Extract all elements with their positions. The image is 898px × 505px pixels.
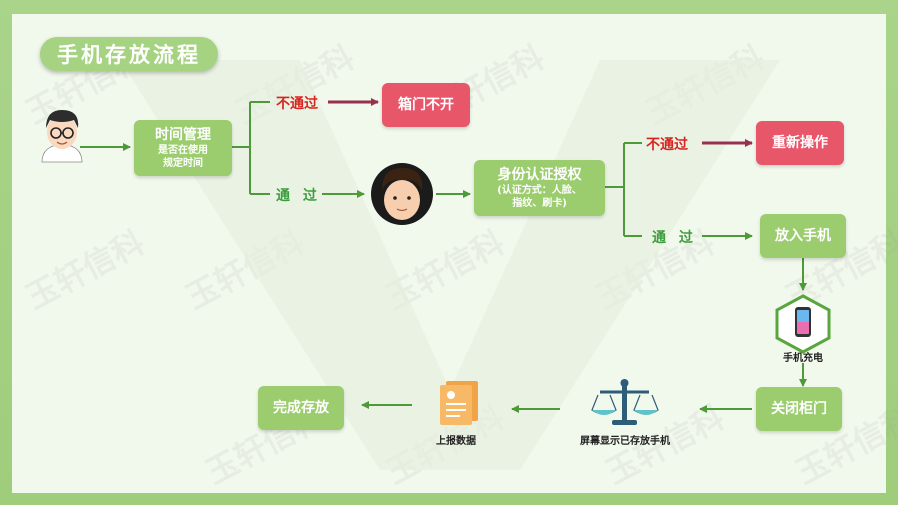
node-door-closed: 箱门不开: [382, 83, 470, 127]
node-sublabel: 是否在使用: [158, 145, 208, 156]
caption-report: 上报数据: [436, 436, 476, 447]
caption-display: 屏幕显示已存放手机: [580, 436, 670, 447]
caption-charging: 手机充电: [783, 353, 823, 364]
phone-charging-icon: [775, 294, 831, 354]
page-title: 手机存放流程: [40, 37, 218, 71]
node-label: 放入手机: [775, 228, 831, 244]
node-label: 箱门不开: [398, 97, 454, 113]
node-label: 重新操作: [772, 135, 828, 151]
edge-label-pass-2: 通 过: [652, 230, 697, 246]
node-label: 时间管理: [155, 127, 211, 143]
node-label: 身份认证授权: [497, 167, 582, 183]
report-document-icon: [440, 381, 478, 425]
node-label: 关闭柜门: [771, 401, 827, 417]
scale-display-icon: [591, 379, 659, 425]
edge-label-fail-1: 不通过: [276, 96, 318, 112]
node-sublabel: (认证方式：人脸、: [497, 185, 582, 196]
node-retry: 重新操作: [756, 121, 844, 165]
node-time-management: 时间管理 是否在使用 规定时间: [134, 120, 232, 176]
node-identity-auth: 身份认证授权 (认证方式：人脸、 指纹、刷卡): [474, 160, 605, 216]
edge-label-fail-2: 不通过: [646, 137, 688, 153]
node-label: 完成存放: [273, 400, 329, 416]
face-avatar-icon: [371, 163, 433, 225]
node-insert-phone: 放入手机: [760, 214, 846, 258]
edge-label-pass-1: 通 过: [276, 188, 321, 204]
node-sublabel: 指纹、刷卡): [512, 198, 567, 209]
node-close-door: 关闭柜门: [756, 387, 842, 431]
user-avatar-icon: [41, 110, 83, 163]
node-sublabel: 规定时间: [163, 158, 203, 169]
node-complete: 完成存放: [258, 386, 344, 430]
